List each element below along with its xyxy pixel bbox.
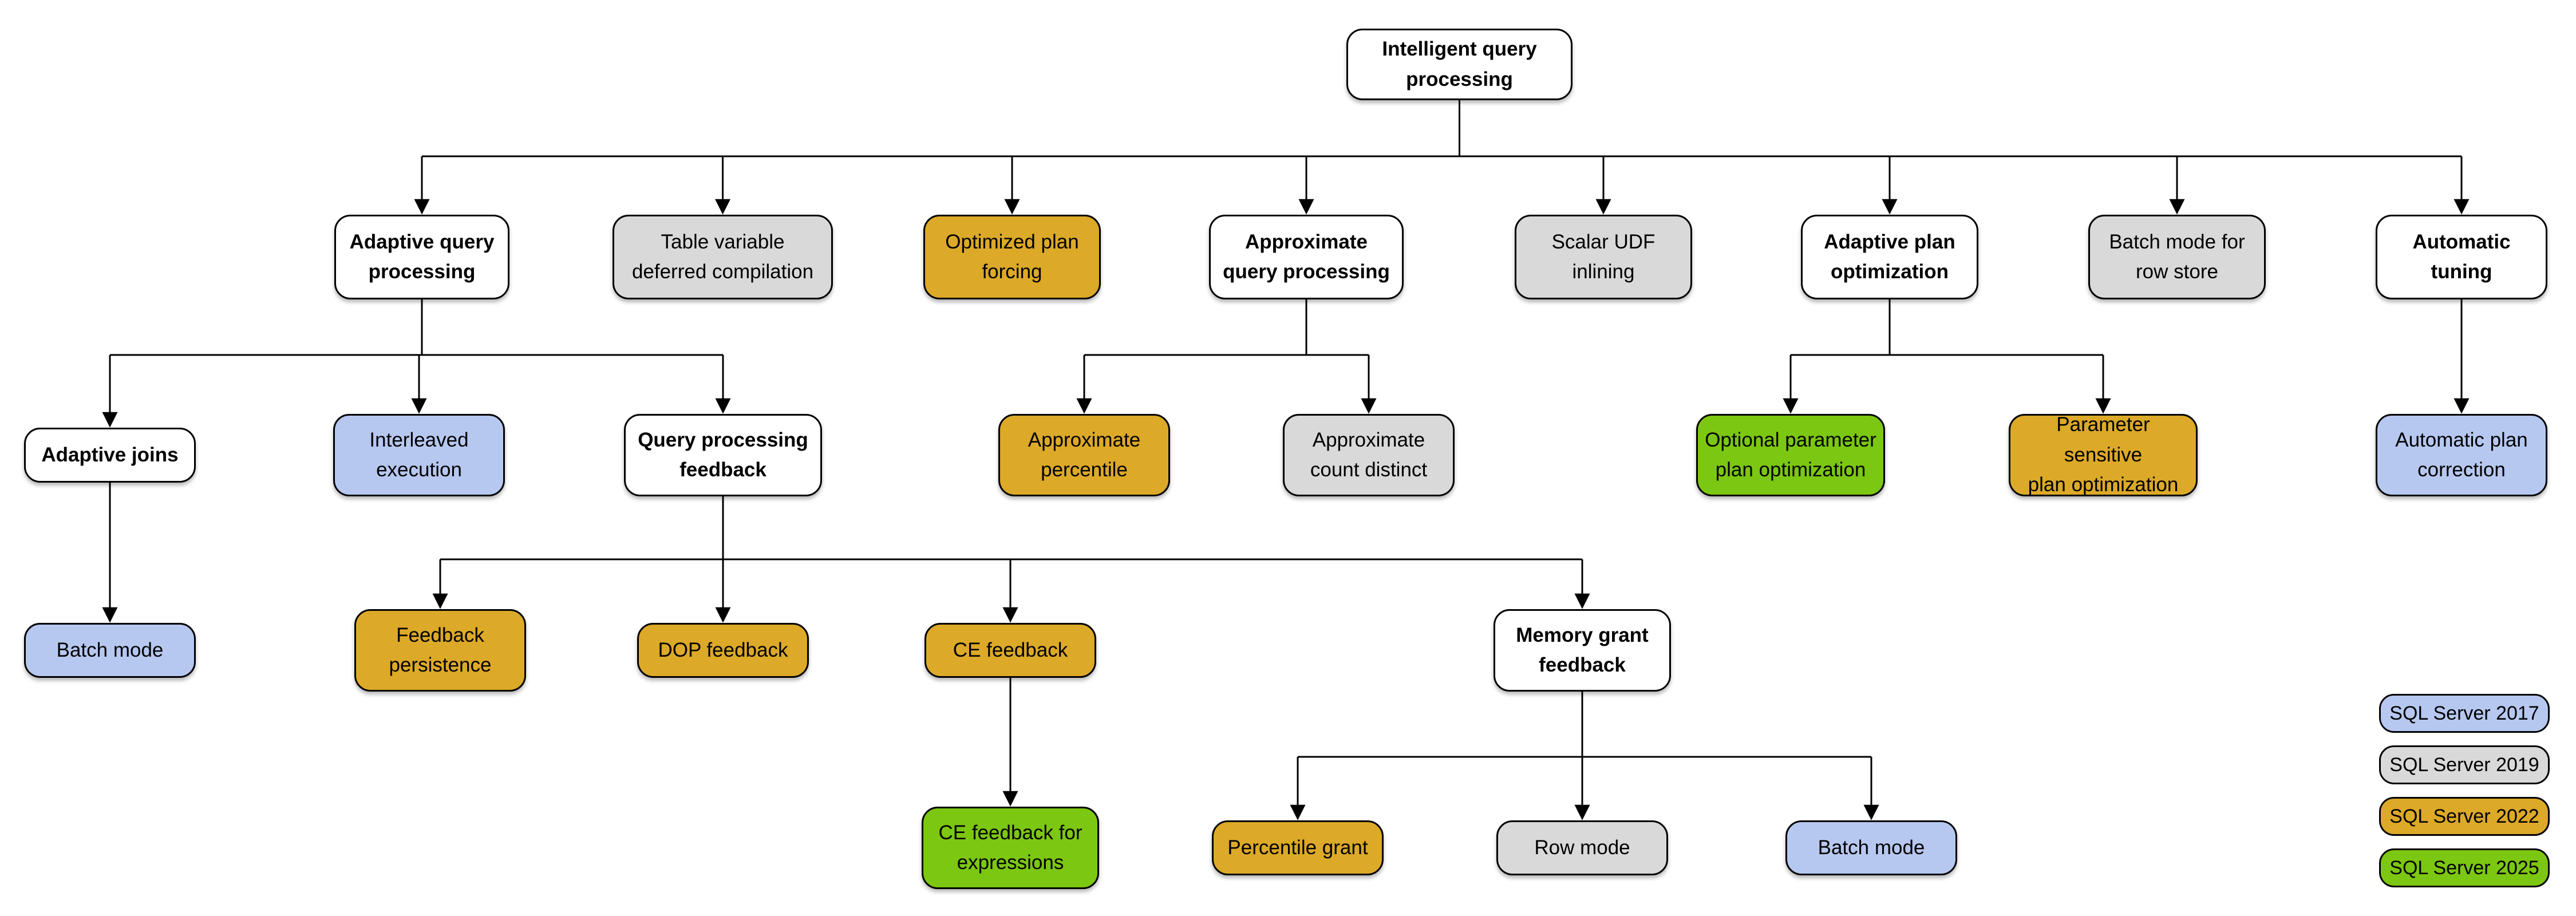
node-label: Batch mode (56, 638, 164, 661)
legend-item-sql-server-2022: SQL Server 2022 (2379, 797, 2550, 836)
node-label: Adaptive plan optimization (1824, 230, 1955, 283)
node-adaptive-plan-optimization: Adaptive plan optimization (1801, 215, 1978, 299)
node-label: Optimized plan forcing (945, 230, 1079, 283)
node-parameter-sensitive-plan-optimization: Parameter sensitive plan optimization (2009, 413, 2198, 496)
node-automatic-plan-correction: Automatic plan correction (2376, 414, 2547, 496)
node-label: Approximate count distinct (1310, 428, 1428, 481)
node-label: Batch mode for row store (2109, 230, 2245, 283)
node-label: Automatic tuning (2412, 230, 2511, 283)
node-label: Adaptive query processing (349, 230, 495, 283)
node-batch-mode-for-row-store: Batch mode for row store (2088, 215, 2266, 299)
node-query-processing-feedback: Query processing feedback (624, 414, 822, 496)
node-label: CE feedback (953, 638, 1068, 661)
legend-item-sql-server-2025: SQL Server 2025 (2379, 848, 2550, 887)
node-approximate-percentile: Approximate percentile (998, 414, 1170, 496)
node-approximate-query-processing: Approximate query processing (1209, 215, 1404, 299)
node-label: Query processing feedback (638, 428, 808, 481)
node-feedback-persistence: Feedback persistence (354, 609, 526, 692)
node-label: Memory grant feedback (1516, 623, 1649, 677)
node-ce-feedback: CE feedback (924, 623, 1096, 678)
node-percentile-grant: Percentile grant (1212, 820, 1384, 875)
node-label: Row mode (1534, 836, 1630, 859)
node-label: DOP feedback (658, 638, 788, 661)
node-label: CE feedback for expressions (938, 821, 1082, 874)
legend-label: SQL Server 2022 (2389, 805, 2539, 827)
node-label: Approximate query processing (1223, 230, 1390, 283)
legend-label: SQL Server 2019 (2389, 753, 2539, 776)
node-label: Scalar UDF inlining (1551, 230, 1656, 283)
node-label: Intelligent query processing (1382, 38, 1537, 90)
node-label: Adaptive joins (41, 443, 179, 466)
node-ce-feedback-for-expressions: CE feedback for expressions (922, 807, 1099, 889)
node-label: Percentile grant (1227, 836, 1368, 859)
node-adaptive-query-processing: Adaptive query processing (334, 215, 509, 299)
node-label: Automatic plan correction (2395, 428, 2528, 481)
legend-item-sql-server-2019: SQL Server 2019 (2379, 745, 2550, 784)
node-automatic-tuning: Automatic tuning (2376, 215, 2547, 299)
node-label: Feedback persistence (389, 623, 492, 677)
node-batch-mode-adaptive-joins: Batch mode (24, 623, 196, 678)
node-label: Optional parameter plan optimization (1705, 428, 1876, 481)
node-intelligent-query-processing: Intelligent query processing (1346, 29, 1573, 100)
legend-item-sql-server-2017: SQL Server 2017 (2379, 694, 2550, 733)
node-label: Approximate percentile (1028, 428, 1141, 481)
node-label: Batch mode (1818, 836, 1925, 859)
node-label: Parameter sensitive plan optimization (2028, 413, 2179, 496)
node-batch-mode-memory-grant: Batch mode (1785, 820, 1957, 875)
legend-label: SQL Server 2017 (2389, 702, 2539, 724)
node-table-variable-deferred-compilation: Table variable deferred compilation (613, 215, 833, 299)
node-adaptive-joins: Adaptive joins (24, 428, 196, 483)
node-label: Table variable deferred compilation (631, 230, 814, 283)
node-dop-feedback: DOP feedback (637, 623, 809, 678)
node-optimized-plan-forcing: Optimized plan forcing (923, 215, 1101, 299)
node-optional-parameter-plan-optimization: Optional parameter plan optimization (1696, 414, 1885, 496)
node-interleaved-execution: Interleaved execution (333, 414, 505, 496)
node-row-mode: Row mode (1496, 820, 1668, 875)
legend-label: SQL Server 2025 (2389, 856, 2539, 879)
node-approximate-count-distinct: Approximate count distinct (1283, 414, 1455, 496)
node-memory-grant-feedback: Memory grant feedback (1494, 609, 1671, 692)
node-scalar-udf-inlining: Scalar UDF inlining (1515, 215, 1692, 299)
node-label: Interleaved execution (369, 428, 469, 481)
